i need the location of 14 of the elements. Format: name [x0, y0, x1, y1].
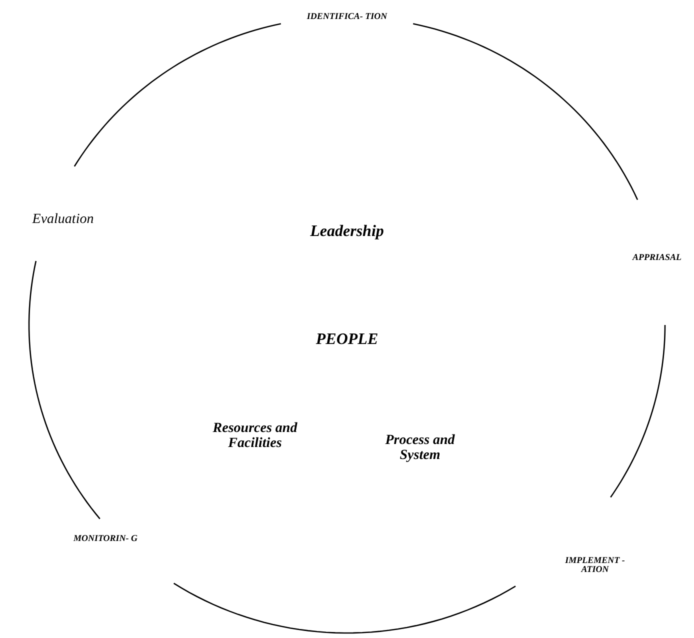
cycle-arc: [412, 23, 638, 200]
stage-label: APPRIASAL: [620, 253, 694, 262]
stage-label: MONITORIN- G: [58, 522, 153, 544]
cycle-arc: [610, 325, 666, 498]
stage-label: IMPLEMENT -ATION: [555, 556, 635, 575]
center-label: PEOPLE: [314, 332, 380, 349]
center-label: Process and System: [384, 434, 456, 464]
cycle-arc: [173, 582, 516, 634]
cycle-arc: [28, 260, 100, 520]
stage-label: Evaluation: [8, 213, 118, 246]
cycle-arc: [74, 23, 282, 167]
center-label: Resources and Facilities: [212, 422, 298, 452]
stage-label: IDENTIFICA- TION: [297, 12, 397, 22]
center-label: Leadership: [309, 224, 385, 241]
